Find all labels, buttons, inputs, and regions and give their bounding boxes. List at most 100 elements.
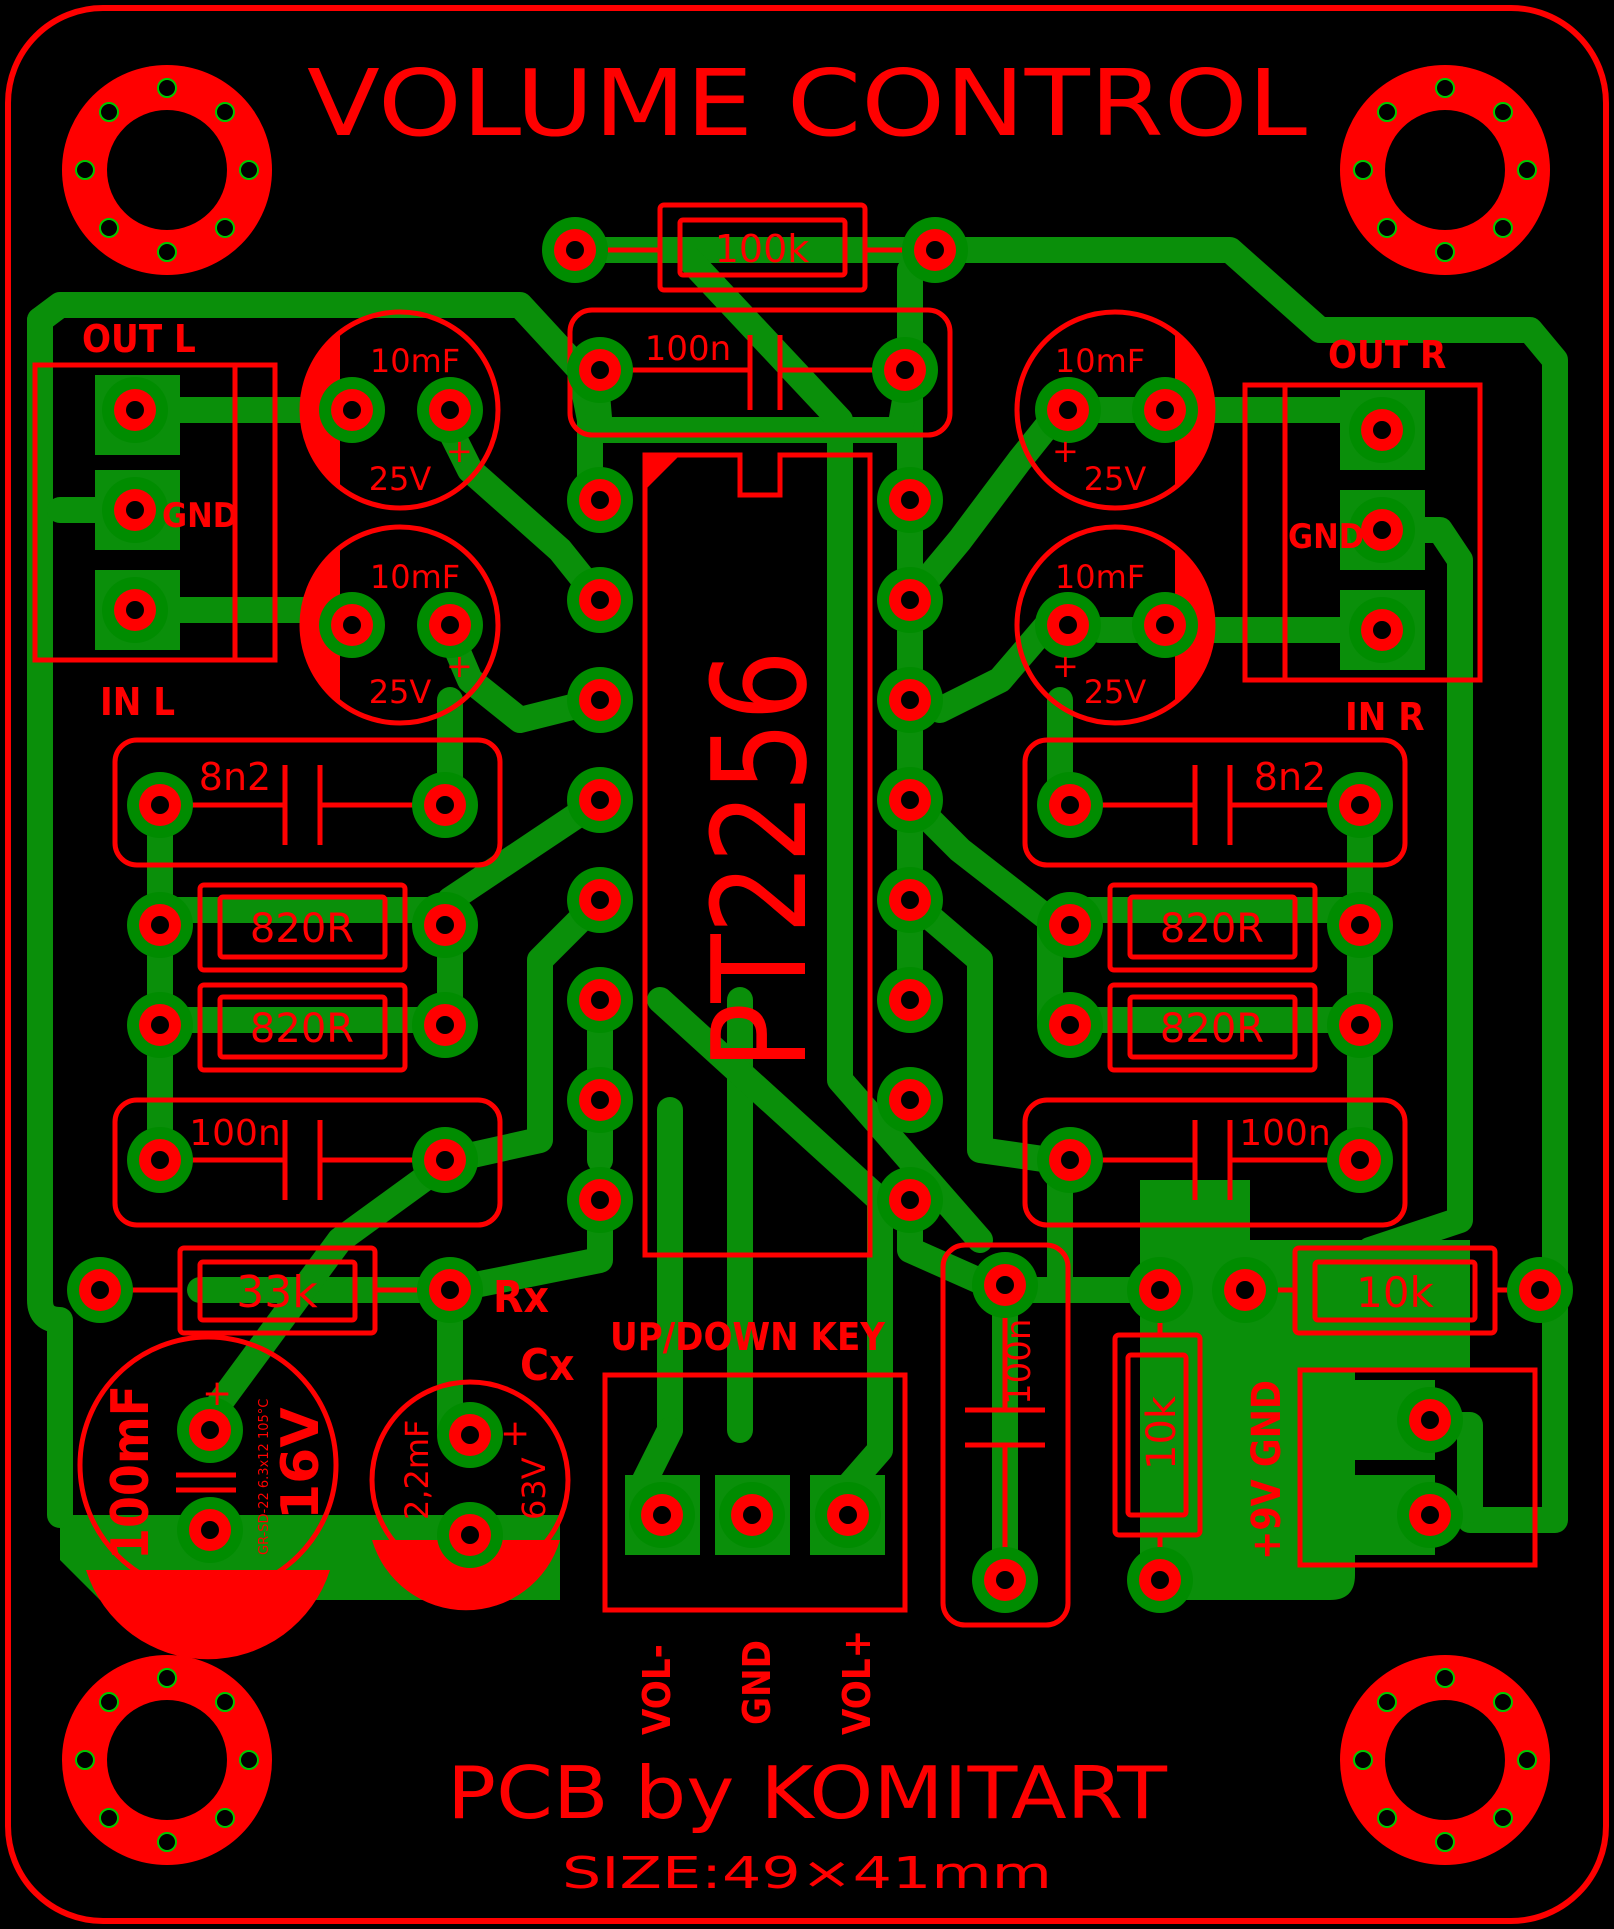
- mount-via-3-0: [1517, 1750, 1537, 1770]
- r-820-r1-value: 820R: [1160, 906, 1264, 952]
- mount-via-1-6: [1435, 78, 1455, 98]
- mount-via-0-0: [239, 160, 259, 180]
- mount-via-2-4: [75, 1750, 95, 1770]
- cap-r-bot-voltage: 25V: [1084, 673, 1147, 711]
- pad-hole-34: [151, 796, 169, 814]
- pad-hole-64: [1531, 1281, 1549, 1299]
- pad-hole-11: [591, 1191, 609, 1209]
- board-outline: [5, 5, 1609, 1924]
- pad-hole-25: [1156, 401, 1174, 419]
- r-820-l2-value: 820R: [250, 1006, 354, 1052]
- cap-big-voltage: 16V: [271, 1407, 331, 1520]
- plus-mark-3: +: [1052, 432, 1079, 470]
- pad-hole-12: [901, 491, 919, 509]
- pad-hole-45: [1351, 1016, 1369, 1034]
- pad-hole-6: [591, 691, 609, 709]
- pad-hole-19: [901, 1191, 919, 1209]
- cap-l-bot-value: 10mF: [370, 558, 460, 596]
- cx-label: Cx: [520, 1340, 575, 1391]
- pad-hole-36: [1061, 796, 1079, 814]
- pad-hole-7: [591, 791, 609, 809]
- in-l-label: IN L: [100, 680, 175, 724]
- pad-hole-30: [126, 601, 144, 619]
- cap-l-bot-voltage: 25V: [369, 673, 432, 711]
- gnd-l-label: GND: [162, 496, 238, 536]
- pad-hole-42: [1061, 916, 1079, 934]
- pad-hole-38: [151, 916, 169, 934]
- pad-hole-39: [436, 916, 454, 934]
- pad-hole-26: [1059, 616, 1077, 634]
- pad-hole-65: [1421, 1411, 1439, 1429]
- mount-via-0-1: [214, 217, 235, 238]
- mount-via-2-5: [99, 1692, 120, 1713]
- cap-l-top-value: 10mF: [370, 342, 460, 380]
- mount-via-1-3: [1377, 217, 1398, 238]
- r-820-r2-value: 820R: [1160, 1006, 1264, 1052]
- mount-via-3-6: [1435, 1668, 1455, 1688]
- drills-layer: [75, 78, 1549, 1852]
- pad-hole-21: [441, 401, 459, 419]
- mount-via-1-7: [1492, 102, 1513, 123]
- cap-big-value: 100mF: [101, 1385, 161, 1560]
- pad-hole-58: [839, 1506, 857, 1524]
- pad-hole-40: [151, 1016, 169, 1034]
- pad-hole-55: [461, 1526, 479, 1544]
- mount-via-2-3: [99, 1807, 120, 1828]
- pad-hole-10: [591, 1091, 609, 1109]
- chip-pin1-marker: [645, 455, 680, 490]
- mount-via-0-7: [214, 102, 235, 123]
- mount-via-0-5: [99, 102, 120, 123]
- pad-hole-1: [926, 241, 944, 259]
- pad-hole-60: [996, 1571, 1014, 1589]
- c-100n-v-value: 100n: [999, 1319, 1039, 1405]
- pad-hole-5: [591, 591, 609, 609]
- mount-via-1-4: [1353, 160, 1373, 180]
- mount-via-2-7: [214, 1692, 235, 1713]
- plus-mark-2: +: [446, 647, 473, 685]
- mount-via-2-2: [157, 1832, 177, 1852]
- mount-via-3-1: [1492, 1807, 1513, 1828]
- mount-via-0-4: [75, 160, 95, 180]
- pad-hole-49: [1351, 1151, 1369, 1169]
- pad-hole-44: [1061, 1016, 1079, 1034]
- silk-text: VOLUME CONTROL PT2256 PCB by KOMITART SI…: [82, 50, 1446, 1899]
- c-100n-r-value: 100n: [1239, 1113, 1331, 1154]
- power-label: +9V GND: [1244, 1380, 1290, 1560]
- cap-small-voltage: 63V: [515, 1457, 553, 1520]
- mount-via-1-5: [1377, 102, 1398, 123]
- mount-via-3-4: [1353, 1750, 1373, 1770]
- pad-hole-4: [591, 491, 609, 509]
- pad-hole-8: [591, 891, 609, 909]
- r-10k-h-value: 10k: [1356, 1268, 1434, 1317]
- c-top-value: 100n: [645, 329, 731, 369]
- in-r-label: IN R: [1345, 695, 1425, 739]
- mount-via-0-3: [99, 217, 120, 238]
- gnd-mid-label: GND: [735, 1640, 779, 1725]
- size-label: SIZE:49×41mm: [562, 1848, 1052, 1899]
- mount-via-2-0: [239, 1750, 259, 1770]
- pad-hole-57: [743, 1506, 761, 1524]
- cap-r-top-voltage: 25V: [1084, 460, 1147, 498]
- cap-l-top-voltage: 25V: [369, 460, 432, 498]
- cap-r-top-value: 10mF: [1055, 342, 1145, 380]
- pad-hole-0: [566, 241, 584, 259]
- pad-hole-37: [1351, 796, 1369, 814]
- pad-hole-14: [901, 691, 919, 709]
- pad-hole-9: [591, 991, 609, 1009]
- r-33k-value: 33k: [236, 1267, 318, 1318]
- pad-hole-61: [1151, 1281, 1169, 1299]
- pad-hole-53: [201, 1521, 219, 1539]
- pad-hole-54: [461, 1426, 479, 1444]
- plus-mark-6: +: [500, 1413, 530, 1454]
- mount-via-3-2: [1435, 1832, 1455, 1852]
- pad-hole-43: [1351, 916, 1369, 934]
- board-title: VOLUME CONTROL: [307, 50, 1307, 157]
- pad-hole-17: [901, 991, 919, 1009]
- pad-hole-51: [441, 1281, 459, 1299]
- mount-via-1-2: [1435, 242, 1455, 262]
- pad-hole-2: [591, 361, 609, 379]
- pad-hole-62: [1151, 1571, 1169, 1589]
- pad-hole-28: [126, 401, 144, 419]
- rx-label: Rx: [493, 1272, 549, 1323]
- mount-via-3-5: [1377, 1692, 1398, 1713]
